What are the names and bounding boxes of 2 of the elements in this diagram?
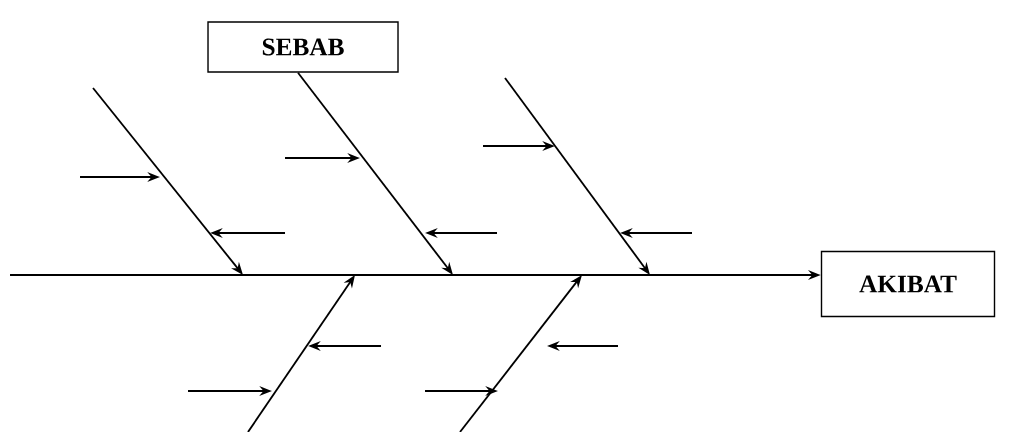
label-box: SEBAB <box>207 21 399 73</box>
label-box: AKIBAT <box>820 250 996 318</box>
